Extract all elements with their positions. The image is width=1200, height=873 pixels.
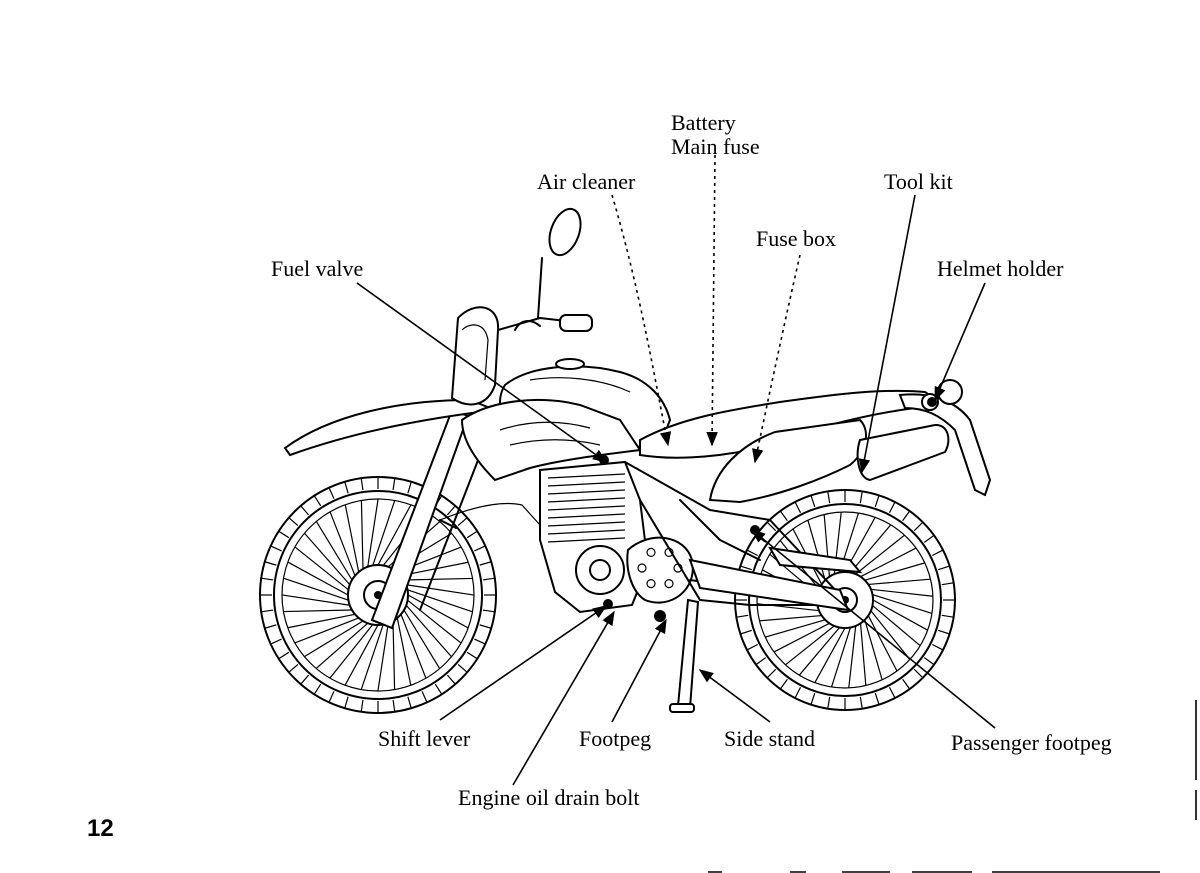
label-shift-lever: Shift lever	[378, 726, 471, 751]
leader-lines	[356, 154, 996, 786]
engine	[539, 460, 694, 614]
shift-lever-leader	[439, 605, 608, 721]
handlebar	[497, 207, 593, 332]
label-passenger-footpeg: Passenger footpeg	[951, 730, 1112, 755]
labels: Battery Main fuse Air cleaner Tool kit F…	[271, 110, 1112, 810]
label-fuse-box: Fuse box	[756, 226, 836, 251]
page-edge-marks	[708, 700, 1197, 873]
motorcycle-illustration	[259, 207, 992, 714]
tool-kit-leader	[858, 194, 916, 474]
side-stand	[676, 598, 700, 710]
footpeg-part	[654, 610, 666, 622]
rear-wheel	[734, 489, 956, 711]
engine-oil-drain-bolt-leader	[512, 610, 615, 786]
swingarm	[688, 558, 850, 612]
headlight-cowl	[450, 306, 500, 406]
label-fuel-valve: Fuel valve	[271, 256, 363, 281]
fuel-valve-leader	[356, 282, 608, 463]
passenger-footpeg-part	[750, 525, 760, 535]
chain-guard	[768, 546, 863, 574]
label-air-cleaner: Air cleaner	[537, 169, 636, 194]
label-tool-kit: Tool kit	[884, 169, 953, 194]
label-main-fuse: Main fuse	[671, 134, 760, 159]
label-side-stand: Side stand	[724, 726, 815, 751]
side-stand-leader	[698, 669, 771, 723]
passenger-footpeg-leader	[750, 529, 996, 729]
fuse-box-leader	[752, 254, 801, 464]
label-helmet-holder: Helmet holder	[937, 256, 1064, 281]
label-battery: Battery	[671, 110, 736, 135]
battery-leader	[706, 154, 718, 447]
footpeg-leader	[611, 618, 667, 723]
label-footpeg: Footpeg	[579, 726, 651, 751]
label-engine-oil-drain-bolt: Engine oil drain bolt	[458, 785, 639, 810]
page-number: 12	[87, 815, 114, 842]
air-cleaner-leader	[611, 194, 672, 447]
helmet-holder-leader	[934, 282, 986, 402]
muffler	[856, 423, 950, 482]
